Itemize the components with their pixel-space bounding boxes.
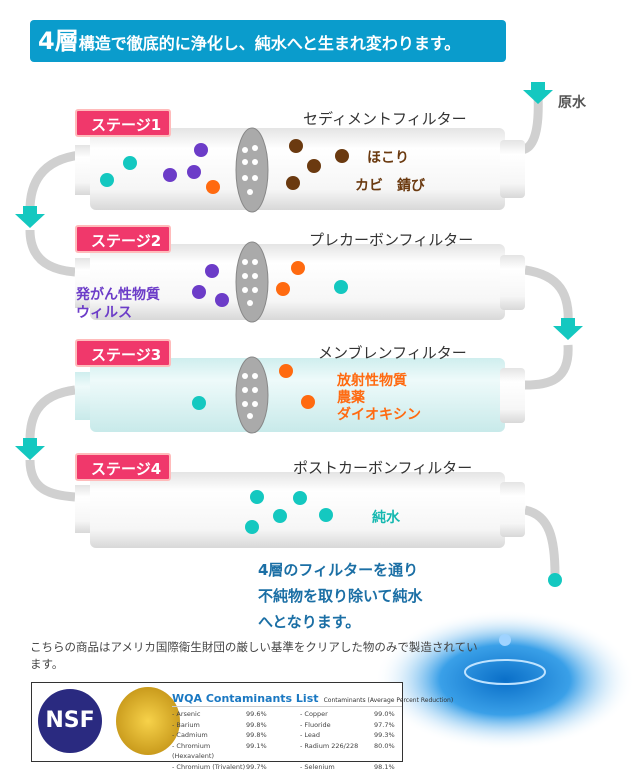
wqa-name: - Arsenic [172, 710, 201, 718]
wqa-name: - Barium [172, 720, 200, 729]
wqa-rows: - Arsenic 99.6% - Copper 99.0% - Barium 99.8%… [172, 709, 402, 772]
wqa-value: 98.1% [374, 762, 395, 771]
wqa-value: 99.8% [246, 731, 267, 739]
nsf-logo: NSF [38, 689, 102, 753]
stage-3-contaminant: ダイオキシン [337, 407, 421, 423]
wqa-table: WQA Contaminants List Contaminants (Aver… [172, 687, 453, 772]
wqa-name: - Lead [300, 731, 321, 739]
header-big: 4層 [38, 27, 79, 55]
stage-2-contaminant: 発がん性物質 [76, 287, 160, 303]
wqa-name: - Selenium [300, 762, 335, 771]
cylinders [75, 128, 525, 548]
stage-1-filter: セディメントフィルター [303, 110, 467, 128]
summary-line: 不純物を取り除いて純水 [258, 587, 423, 605]
wqa-value: 80.0% [374, 741, 395, 750]
stage-2-badge: ステージ2 [75, 225, 171, 253]
wqa-value: 99.6% [246, 710, 267, 718]
certification-panel: NSF WQA Contaminants List Contaminants (… [31, 682, 453, 771]
summary-line: へとなります。 [258, 613, 361, 631]
stage-1-contaminant: ほこり [367, 150, 409, 166]
wqa-value: 99.1% [246, 741, 267, 750]
stage-3-filter: メンブレンフィルター [318, 344, 467, 362]
filter-disks [235, 127, 269, 434]
gold-seal-logo [116, 687, 180, 755]
disk-holes [242, 145, 258, 419]
stage-2-filter: プレカーボンフィルター [309, 231, 474, 249]
wqa-value: 97.7% [374, 720, 395, 729]
wqa-name: - Copper [300, 710, 328, 718]
wqa-name: - Chromium (Hexavalent) [172, 741, 214, 761]
source-water-label: 原水 [558, 95, 586, 111]
wqa-subtitle: Contaminants (Average Percent Reduction) [323, 697, 454, 704]
wqa-value: 99.0% [374, 710, 395, 718]
stage-2-contaminant: ウィルス [76, 305, 132, 321]
stage-4-badge: ステージ4 [75, 453, 171, 481]
summary-line: 4層のフィルターを通り [258, 561, 419, 579]
wqa-value: 99.8% [246, 720, 267, 729]
stage-3-contaminant: 農薬 [337, 390, 365, 406]
stage-4-filter: ポストカーボンフィルター [293, 459, 473, 477]
summary-text: 4層のフィルターを通り 不純物を取り除いて純水 へとなります。 [258, 557, 423, 635]
wqa-name: - Cadmium [172, 731, 208, 739]
wqa-value: 99.3% [374, 731, 395, 739]
stage-1-contaminant: カビ 錆び [355, 178, 425, 194]
header-banner: 4層構造で徹底的に浄化し、純水へと生まれ変わります。 [30, 20, 506, 62]
wqa-name: - Radium 226/228 [300, 741, 359, 750]
header-text: 構造で徹底的に浄化し、純水へと生まれ変わります。 [78, 34, 461, 53]
wqa-value: 99.7% [246, 762, 267, 771]
water-ripple [375, 610, 635, 750]
stage-4-output: 純水 [372, 510, 400, 526]
wqa-title: WQA Contaminants List [172, 692, 319, 705]
certification-note: こちらの商品はアメリカ国際衛生財団の厳しい基準をクリアした物のみで製造されていま… [30, 640, 478, 671]
stage-1-badge: ステージ1 [75, 109, 171, 137]
wqa-name: - Fluoride [300, 720, 331, 729]
stage-3-contaminant: 放射性物質 [337, 373, 407, 389]
particles [100, 139, 349, 534]
stage-3-badge: ステージ3 [75, 339, 171, 367]
flow-arrows [15, 82, 583, 460]
wqa-name: - Chromium (Trivalent) [172, 762, 246, 771]
